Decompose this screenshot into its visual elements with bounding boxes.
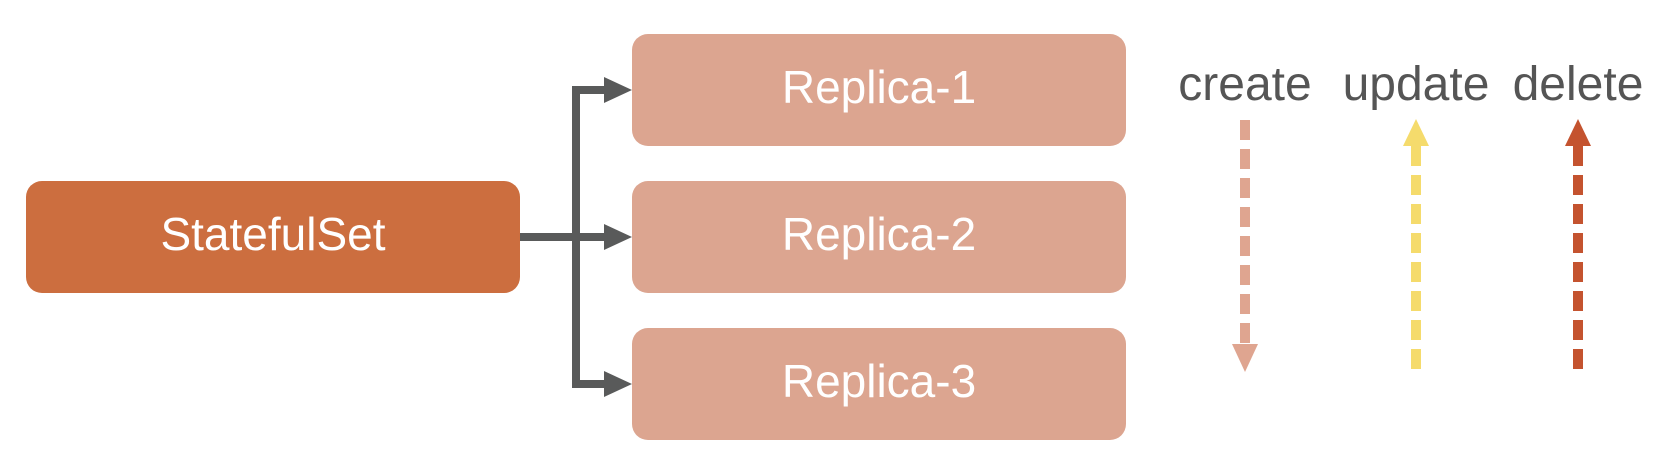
statefulset-label: StatefulSet xyxy=(160,208,385,260)
replica-3-label: Replica-3 xyxy=(782,355,976,407)
create-arrow-down-icon xyxy=(1232,344,1258,372)
replica-node-2: Replica-2 xyxy=(632,181,1126,293)
arrowhead-replica-3 xyxy=(604,371,632,397)
operation-create: create xyxy=(1178,58,1312,372)
replica-node-1: Replica-1 xyxy=(632,34,1126,146)
replica-node-3: Replica-3 xyxy=(632,328,1126,440)
replica-2-box xyxy=(632,181,1126,293)
update-arrow-up-icon xyxy=(1403,119,1429,146)
replica-1-label: Replica-1 xyxy=(782,61,976,113)
replica-2-label: Replica-2 xyxy=(782,208,976,260)
operation-update: update xyxy=(1343,58,1490,372)
operation-delete: delete xyxy=(1513,58,1644,372)
arrowhead-replica-2 xyxy=(604,224,632,250)
fan-out-connectors xyxy=(520,77,632,397)
replica-1-box xyxy=(632,34,1126,146)
statefulset-node: StatefulSet xyxy=(26,181,520,293)
delete-arrow-up-icon xyxy=(1565,119,1591,146)
delete-label: delete xyxy=(1513,58,1644,111)
update-label: update xyxy=(1343,58,1490,111)
connector-to-replica-3 xyxy=(572,237,606,388)
statefulset-box xyxy=(26,181,520,293)
connector-to-replica-1 xyxy=(520,86,606,241)
arrowhead-replica-1 xyxy=(604,77,632,103)
replica-3-box xyxy=(632,328,1126,440)
create-label: create xyxy=(1178,58,1311,111)
